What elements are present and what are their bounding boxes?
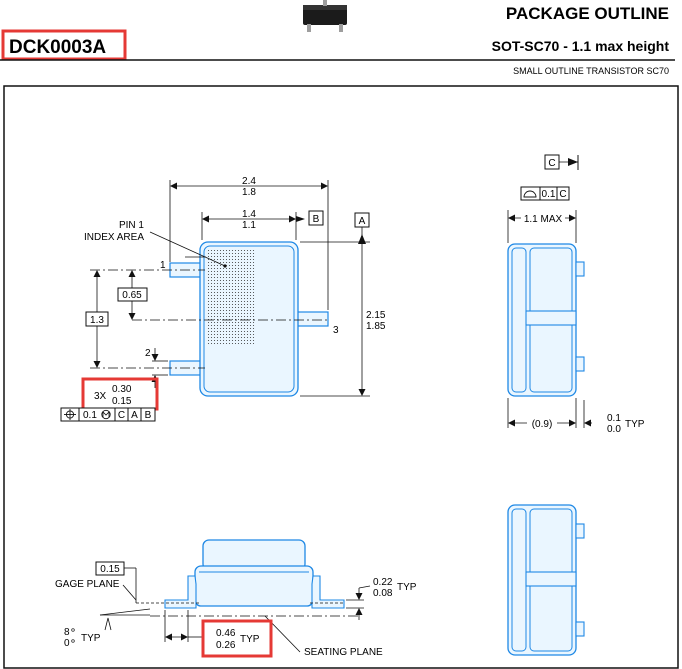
pin1-index-area xyxy=(206,248,255,345)
flatness-datum: C xyxy=(559,189,566,200)
datum-c: C xyxy=(548,158,555,169)
reference-width: (0.9) xyxy=(532,419,553,430)
standoff-typ: TYP xyxy=(625,419,645,430)
flatness-value: 0.1 xyxy=(542,189,556,200)
side-view: C 0.1 C 1.1 MAX (0.9) xyxy=(507,154,645,656)
package-thumbnail-icon xyxy=(303,0,347,32)
package-description: SMALL OUTLINE TRANSISTOR SC70 xyxy=(513,66,669,76)
package-body-inner xyxy=(203,245,295,393)
mmc-symbol-icon xyxy=(101,409,111,420)
pitch-value: 0.65 xyxy=(122,290,142,301)
part-number-highlight xyxy=(1,29,127,61)
part-number: DCK0003A xyxy=(9,37,106,58)
profile-symbol-icon xyxy=(523,190,537,198)
gage-plane-label: GAGE PLANE xyxy=(55,579,120,590)
standoff-min: 0.0 xyxy=(607,424,621,435)
lead-width-min: 0.15 xyxy=(112,396,132,407)
foot-length-max: 0.46 xyxy=(216,628,236,639)
angle-typ: TYP xyxy=(81,633,101,644)
lead-thickness-max: 0.22 xyxy=(373,577,393,588)
overall-width-max: 2.4 xyxy=(242,176,256,187)
position-tolerance-frame: 0.1 C A B xyxy=(60,407,156,422)
gage-box xyxy=(95,561,125,576)
lead-width-max: 0.30 xyxy=(112,384,132,395)
pin-number-1: 1 xyxy=(160,260,166,271)
lead-thickness-min: 0.08 xyxy=(373,588,393,599)
body-width-max: 1.4 xyxy=(242,209,256,220)
package-title: PACKAGE OUTLINE xyxy=(506,4,669,23)
seating-plane-label: SEATING PLANE xyxy=(304,647,383,658)
overall-width-min: 1.8 xyxy=(242,187,256,198)
package-subtitle: SOT-SC70 - 1.1 max height xyxy=(492,38,670,54)
pitch-box xyxy=(117,287,148,302)
span-value: 1.3 xyxy=(90,315,104,326)
fcf-datum-a: A xyxy=(131,410,138,421)
top-view: PIN 1 INDEX AREA 1 2 3 2.4 1.8 1.4 1.1 B… xyxy=(60,176,386,422)
foot-length-highlight xyxy=(201,619,273,658)
flatness-frame: 0.1 C xyxy=(520,186,570,201)
side-lead-bottom xyxy=(575,356,585,372)
fcf-datum-c: C xyxy=(118,410,125,421)
front-view: 0.15 GAGE PLANE 8 0 TYP 0.22 0.08 TYP SE… xyxy=(55,539,417,658)
gage-value: 0.15 xyxy=(100,564,120,575)
body-length-min: 1.85 xyxy=(366,321,386,332)
pin1-label-line2: INDEX AREA xyxy=(84,232,144,243)
datum-a: A xyxy=(359,216,366,227)
angle-max: 8 xyxy=(64,627,70,638)
lead-3 xyxy=(295,311,329,327)
body-width-min: 1.1 xyxy=(242,220,256,231)
lead-count: 3X xyxy=(94,391,107,402)
lead-thickness-typ: TYP xyxy=(397,582,417,593)
position-tolerance-value: 0.1 xyxy=(83,410,97,421)
pin-number-2: 2 xyxy=(145,348,151,359)
drawing-border xyxy=(3,85,679,669)
datum-b-box xyxy=(308,210,324,226)
angle-min: 0 xyxy=(64,638,70,649)
datum-b: B xyxy=(313,214,320,225)
pin-number-3: 3 xyxy=(333,325,339,336)
side-lead-mid xyxy=(525,310,577,326)
fcf-datum-b: B xyxy=(145,410,152,421)
body-length-max: 2.15 xyxy=(366,310,386,321)
foot-length-typ: TYP xyxy=(240,634,260,645)
position-symbol-icon xyxy=(64,409,76,420)
front-lead-left xyxy=(164,575,197,609)
max-height: 1.1 MAX xyxy=(524,214,563,225)
foot-length-min: 0.26 xyxy=(216,640,236,651)
pin1-label-line1: PIN 1 xyxy=(119,220,144,231)
side-lead-top xyxy=(575,261,585,277)
span-box xyxy=(85,311,109,327)
standoff-max: 0.1 xyxy=(607,413,621,424)
front-lead-right xyxy=(311,575,345,609)
